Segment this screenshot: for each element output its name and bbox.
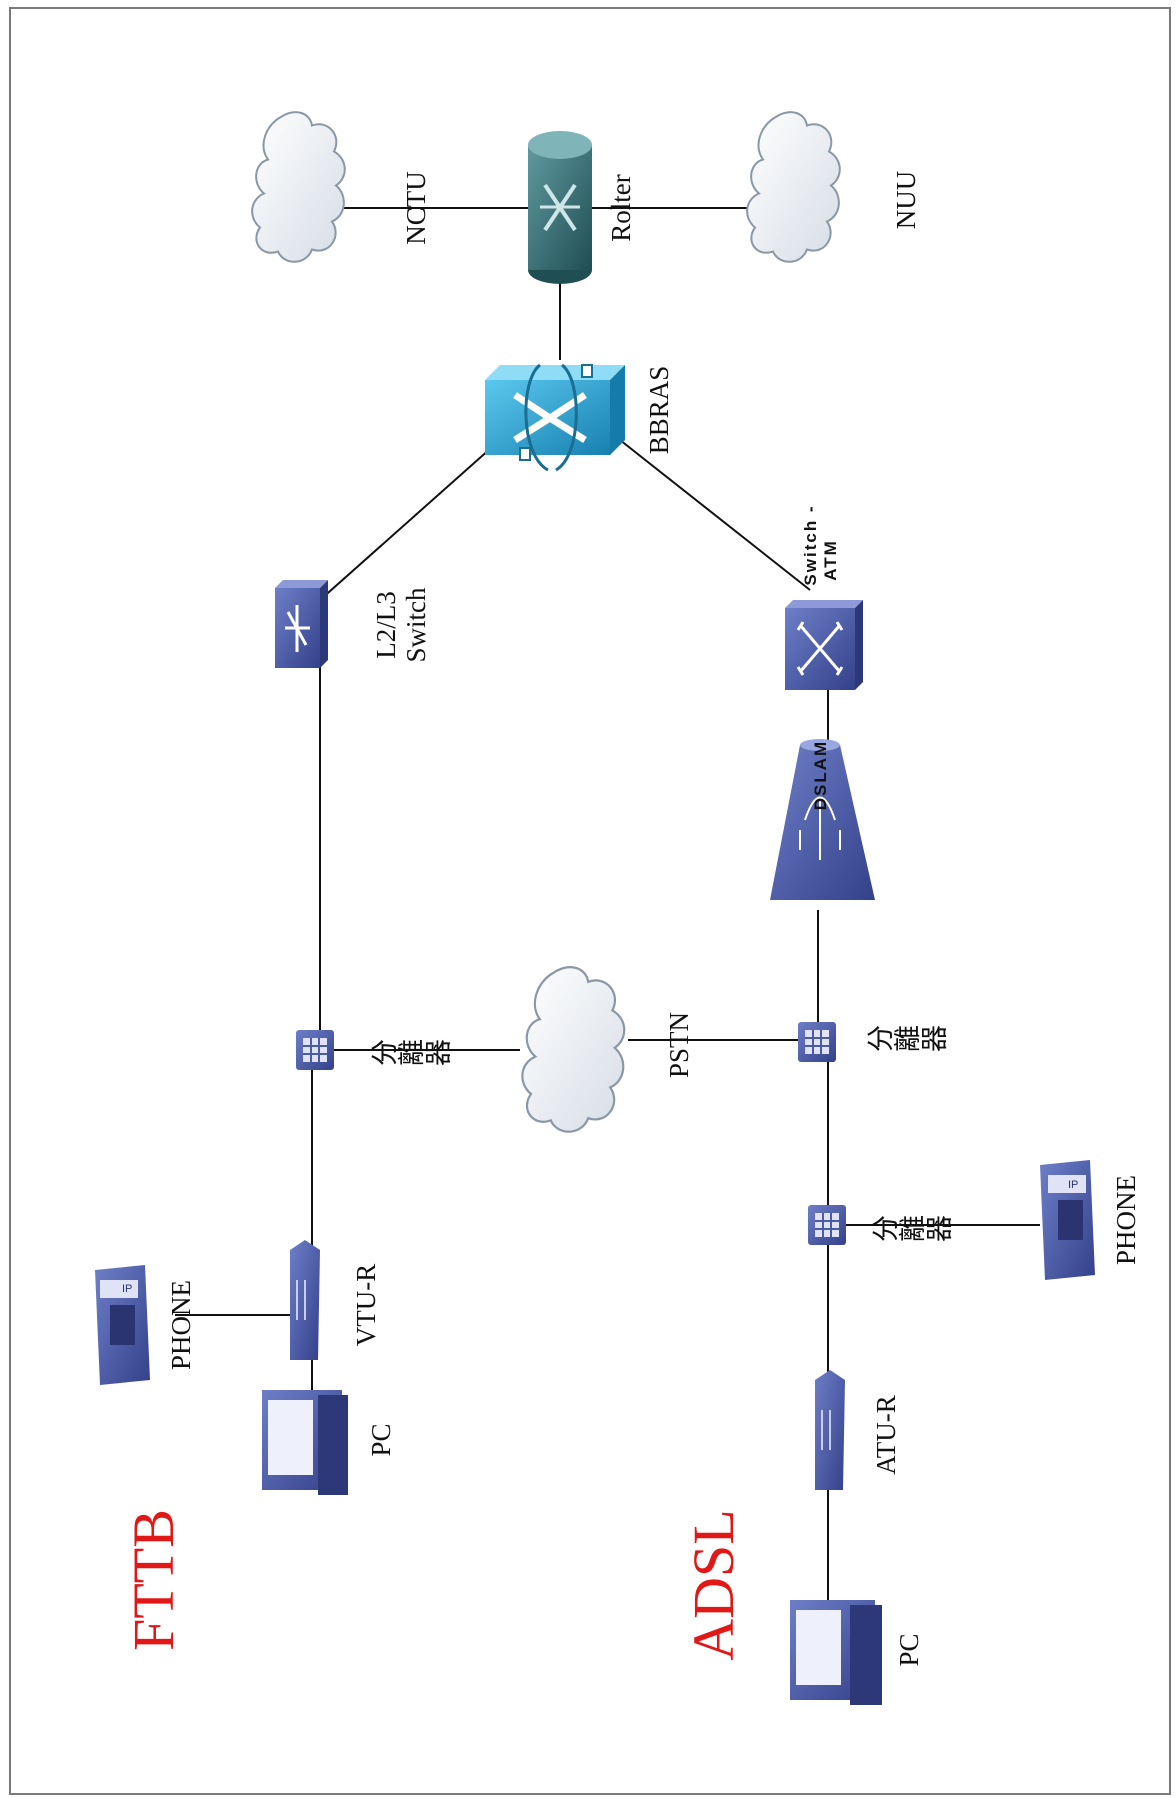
modem-icon: [290, 1240, 320, 1360]
label-adsl: ADSL: [681, 1509, 746, 1660]
label-pc-bottom: PC: [894, 1633, 924, 1666]
label-nctu: NCTU: [401, 171, 431, 245]
cloud-icon: [746, 111, 841, 263]
l2l3-switch-icon: [275, 580, 328, 668]
label-switch-atm: Switch -: [801, 504, 820, 585]
label-switch-atm-2: ATM: [821, 539, 840, 581]
label-bbras: BBRAS: [644, 366, 674, 455]
splitter-icon: [808, 1205, 846, 1245]
label-pstn: PSTN: [664, 1012, 694, 1078]
label-pc-top: PC: [366, 1423, 396, 1456]
pc-icon: [790, 1600, 882, 1705]
label-atur: ATU-R: [871, 1395, 901, 1475]
label-nuu: NUU: [891, 171, 921, 230]
label-l2l3-line2: Switch: [401, 587, 431, 663]
connections: [175, 207, 1040, 1600]
cloud-icon: [521, 965, 626, 1133]
pc-icon: [262, 1390, 348, 1495]
label-splitter-top: 分離器: [370, 1040, 451, 1071]
atm-switch-icon: [785, 600, 863, 690]
label-router: Rolter: [606, 174, 636, 242]
splitter-icon: [296, 1030, 334, 1070]
splitter-icon: [798, 1022, 836, 1062]
ip-phone-icon: IP: [1040, 1160, 1095, 1280]
label-vtur: VTU-R: [351, 1264, 381, 1347]
modem-icon: [815, 1370, 845, 1490]
label-phone-top: PHONE: [166, 1280, 196, 1370]
router-icon: [528, 131, 592, 284]
svg-text:IP: IP: [1068, 1179, 1078, 1191]
label-dslam: DSLAM: [811, 740, 830, 810]
label-phone-bottom: PHONE: [1111, 1175, 1141, 1265]
label-splitter-low: 分離器: [871, 1216, 952, 1247]
page-border: [9, 7, 1171, 1795]
svg-text:IP: IP: [122, 1283, 132, 1295]
cloud-icon: [251, 111, 346, 263]
label-fttb: FTTB: [121, 1509, 186, 1651]
bbras-switch-icon: [485, 363, 625, 472]
label-l2l3-line1: L2/L3: [371, 591, 401, 659]
dslam-icon: [770, 739, 875, 900]
label-splitter-mid: 分離器: [866, 1026, 947, 1057]
ip-phone-icon: IP: [95, 1265, 150, 1385]
